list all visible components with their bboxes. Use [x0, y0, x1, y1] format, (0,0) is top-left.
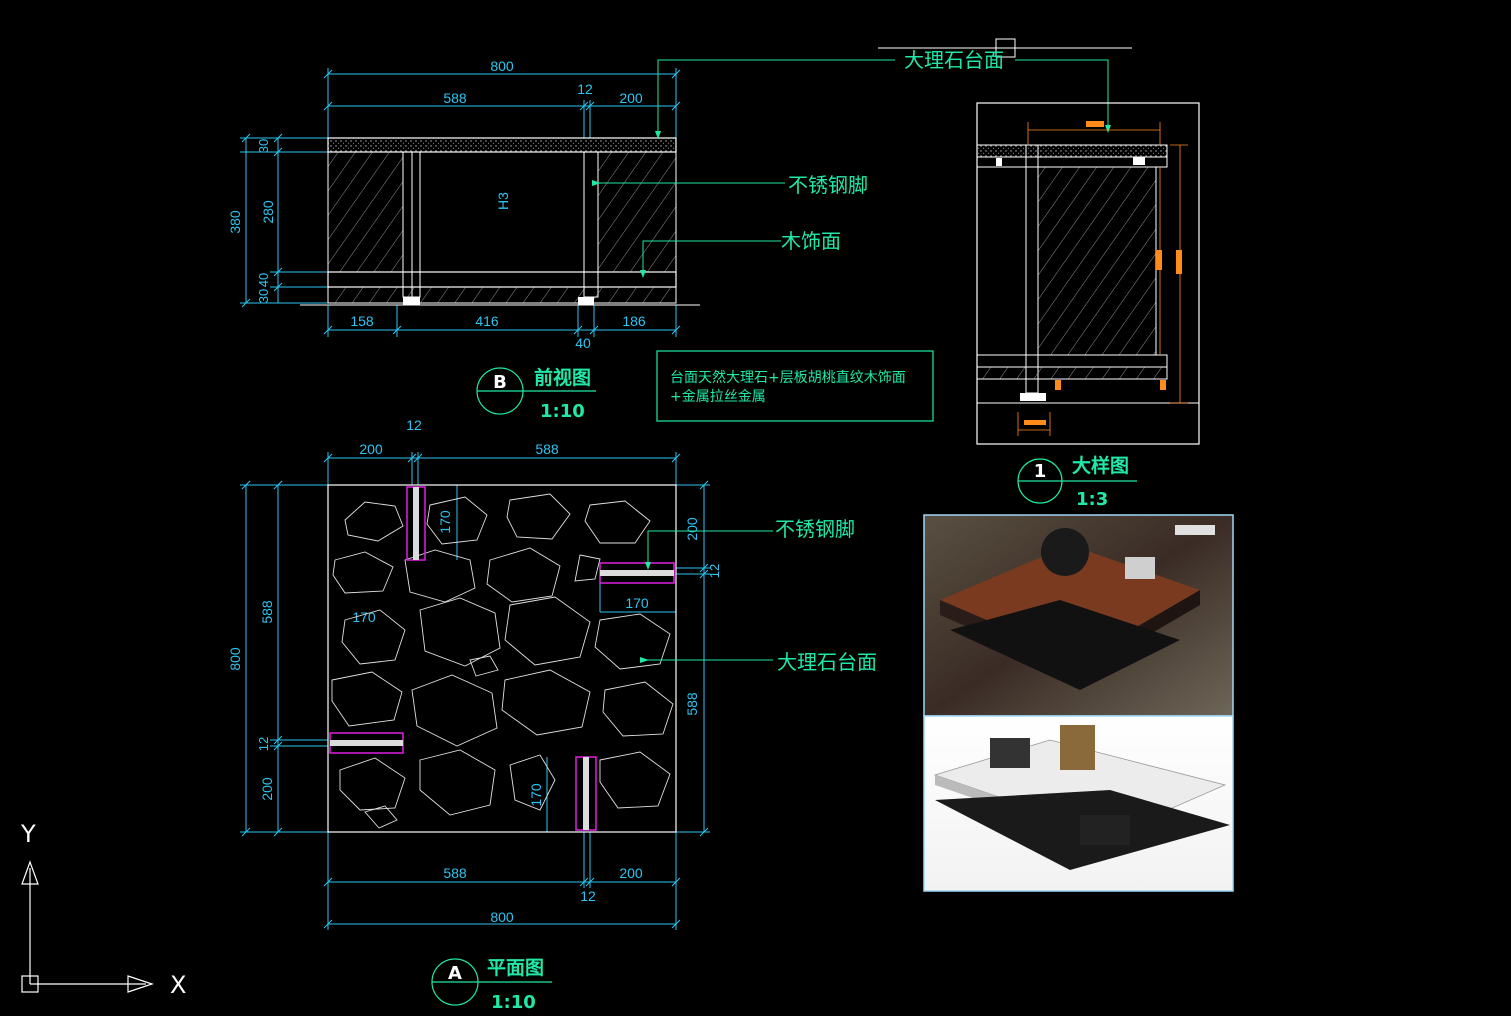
plan-view-title: 平面图 — [487, 957, 544, 979]
dim-plan-left-200: 200 — [259, 777, 275, 801]
callout-front-wood-veneer: 木饰面 — [781, 229, 841, 253]
front-view-geometry — [300, 137, 700, 306]
plan-marble-top — [327, 484, 677, 833]
front-view-title-block: B 前视图 1:10 — [476, 366, 596, 422]
dim-plan-bottom-588: 588 — [443, 865, 467, 881]
dim-plan-bottom-800: 800 — [490, 909, 514, 925]
detail-tiny-dim-marks — [1024, 121, 1182, 425]
dim-front-height: 380 — [227, 210, 243, 234]
dim-plan-leg-170-right: 170 — [625, 595, 649, 611]
plan-marble-pattern — [331, 493, 674, 829]
detail-geometry — [976, 144, 1199, 404]
dim-plan-bottom-200: 200 — [619, 865, 643, 881]
detail-view[interactable]: 1 大样图 1:3 — [976, 102, 1200, 510]
ucs-icon: Y X — [20, 820, 186, 999]
material-note-line1: 台面天然大理石+层板胡桃直纹木饰面 — [670, 369, 906, 386]
callout-front-steel-leg: 不锈钢脚 — [788, 173, 868, 197]
dim-front-588: 588 — [443, 90, 467, 106]
front-view-leaders — [592, 59, 895, 276]
plan-view-dimension-lines — [240, 452, 710, 930]
front-view-tag: B — [493, 372, 507, 393]
dim-plan-leg-170-top: 170 — [437, 510, 453, 534]
plan-legs — [329, 486, 675, 831]
detail-view-title: 大样图 — [1072, 454, 1129, 477]
dim-plan-right-588: 588 — [684, 692, 700, 716]
dim-front-186: 186 — [622, 313, 646, 329]
reference-photos — [923, 514, 1234, 892]
detail-view-scale: 1:3 — [1076, 489, 1108, 510]
dim-plan-top-588: 588 — [535, 441, 559, 457]
callout-marble-top-main: 大理石台面 — [904, 48, 1004, 72]
front-view-dimension-lines — [240, 68, 681, 337]
front-center-mark: H3 — [495, 192, 511, 210]
dim-plan-left-588: 588 — [259, 600, 275, 624]
dim-plan-leg-170-bottom: 170 — [528, 783, 544, 807]
dim-front-280: 280 — [260, 200, 276, 224]
ucs-x-label: X — [170, 971, 186, 999]
front-view-title: 前视图 — [534, 366, 591, 389]
dim-front-416: 416 — [475, 313, 499, 329]
dim-plan-top-12: 12 — [406, 417, 422, 433]
material-note-line2: +金属拉丝金属 — [670, 389, 766, 405]
callout-plan-marble-top: 大理石台面 — [777, 650, 877, 674]
dim-plan-left-12: 12 — [256, 737, 271, 751]
dim-front-200: 200 — [619, 90, 643, 106]
detail-frame — [976, 102, 1200, 445]
plan-view-title-block: A 平面图 1:10 — [431, 957, 552, 1013]
dim-front-bottom-30: 30 — [256, 289, 271, 303]
dim-front-12: 12 — [577, 81, 593, 97]
dim-plan-bottom-12: 12 — [580, 888, 596, 904]
dim-plan-left-800: 800 — [227, 647, 243, 671]
front-view[interactable]: 800 588 12 200 158 416 40 186 380 30 280… — [227, 58, 895, 422]
plan-view-scale: 1:10 — [491, 992, 536, 1013]
dim-plan-top-200: 200 — [359, 441, 383, 457]
dim-plan-right-12: 12 — [707, 564, 722, 578]
plan-view[interactable]: 12 200 588 588 12 200 800 800 588 12 200… — [227, 417, 877, 1013]
plan-view-leaders — [640, 530, 773, 661]
dim-front-40: 40 — [575, 335, 591, 351]
callout-plan-steel-leg: 不锈钢脚 — [775, 517, 855, 541]
dim-front-width: 800 — [490, 58, 514, 74]
dim-front-top-30: 30 — [256, 139, 271, 153]
top-callout: 大理石台面 — [878, 38, 1132, 133]
detail-title-block: 1 大样图 1:3 — [1017, 454, 1137, 510]
material-note: 台面天然大理石+层板胡桃直纹木饰面 +金属拉丝金属 — [656, 350, 934, 422]
detail-view-tag: 1 — [1034, 461, 1047, 482]
dim-front-40-left: 40 — [256, 273, 271, 287]
ucs-y-label: Y — [20, 820, 36, 848]
dim-front-158: 158 — [350, 313, 374, 329]
plan-view-tag: A — [448, 963, 462, 984]
dim-plan-right-200: 200 — [684, 517, 700, 541]
front-view-scale: 1:10 — [540, 401, 585, 422]
